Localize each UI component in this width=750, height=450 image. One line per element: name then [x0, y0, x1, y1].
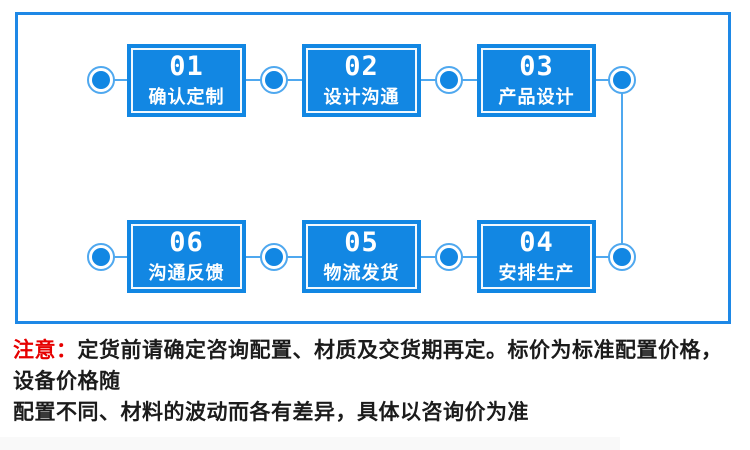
notice-line-1: 注意：定货前请确定咨询配置、材质及交货期再定。标价为标准配置价格，设备价格随: [13, 335, 743, 397]
step-number: 04: [519, 227, 554, 258]
connector-node-4-5: [435, 243, 463, 271]
step-label: 沟通反馈: [148, 263, 225, 283]
step-box-02: 02 设计沟通: [302, 44, 421, 117]
step-label: 安排生产: [498, 263, 575, 283]
step-label: 设计沟通: [323, 87, 400, 107]
step-box-06: 06 沟通反馈: [127, 220, 246, 293]
step-number: 01: [169, 51, 204, 82]
step-number: 03: [519, 51, 554, 82]
notice-prefix: 注意：: [13, 339, 78, 362]
step-number: 05: [344, 227, 379, 258]
section-divider: [0, 437, 620, 450]
step-box-05: 05 物流发货: [302, 220, 421, 293]
connector-node-1-2: [260, 66, 288, 94]
connector-node-3-down: [608, 66, 636, 94]
connector-node-start: [87, 66, 115, 94]
connector-node-2-3: [435, 66, 463, 94]
connector-node-5-6: [260, 243, 288, 271]
step-number: 02: [344, 51, 379, 82]
notice-line-1-text: 定货前请确定咨询配置、材质及交货期再定。标价为标准配置价格，设备价格随: [13, 339, 723, 393]
connector-node-end: [87, 243, 115, 271]
connector-line-vertical: [621, 80, 623, 257]
step-label: 物流发货: [323, 263, 400, 283]
step-box-01: 01 确认定制: [127, 44, 246, 117]
step-label: 产品设计: [498, 87, 575, 107]
notice-line-2: 配置不同、材料的波动而各有差异，具体以咨询价为准: [13, 401, 529, 424]
step-box-04: 04 安排生产: [477, 220, 596, 293]
step-label: 确认定制: [148, 87, 225, 107]
notice-text: 注意：定货前请确定咨询配置、材质及交货期再定。标价为标准配置价格，设备价格随 配…: [13, 335, 743, 428]
connector-node-down-4: [608, 243, 636, 271]
step-box-03: 03 产品设计: [477, 44, 596, 117]
step-number: 06: [169, 227, 204, 258]
flowchart-frame: [15, 12, 731, 324]
